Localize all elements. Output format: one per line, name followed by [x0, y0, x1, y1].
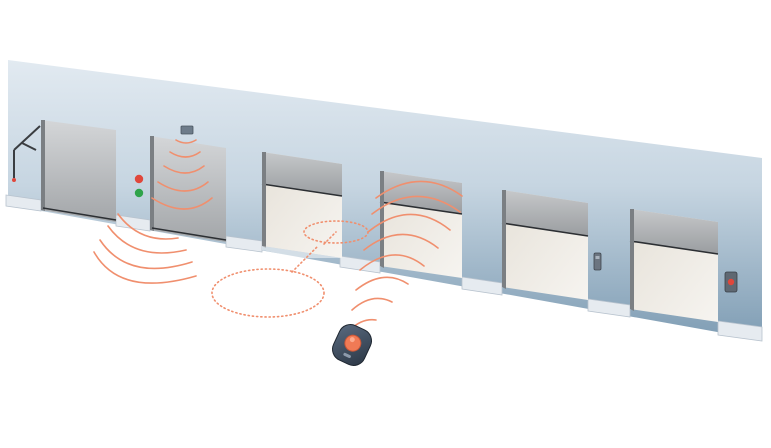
door-6: [629, 209, 719, 322]
keypad-icon: [593, 252, 602, 271]
push-button-icon: [724, 271, 738, 293]
signal-waves: [93, 139, 463, 331]
wall-receiver-icon: [180, 125, 194, 135]
door-1: [41, 120, 117, 222]
baseboards: [5, 194, 763, 342]
barrier-arm-icon: [12, 125, 41, 182]
door-2: [150, 136, 227, 242]
door-3: [261, 152, 343, 258]
signal-path-dots: [211, 220, 369, 318]
door-4: [379, 171, 463, 278]
remote-control-icon[interactable]: [329, 321, 376, 370]
door-5: [501, 190, 589, 300]
traffic-light-icon: [134, 174, 144, 198]
